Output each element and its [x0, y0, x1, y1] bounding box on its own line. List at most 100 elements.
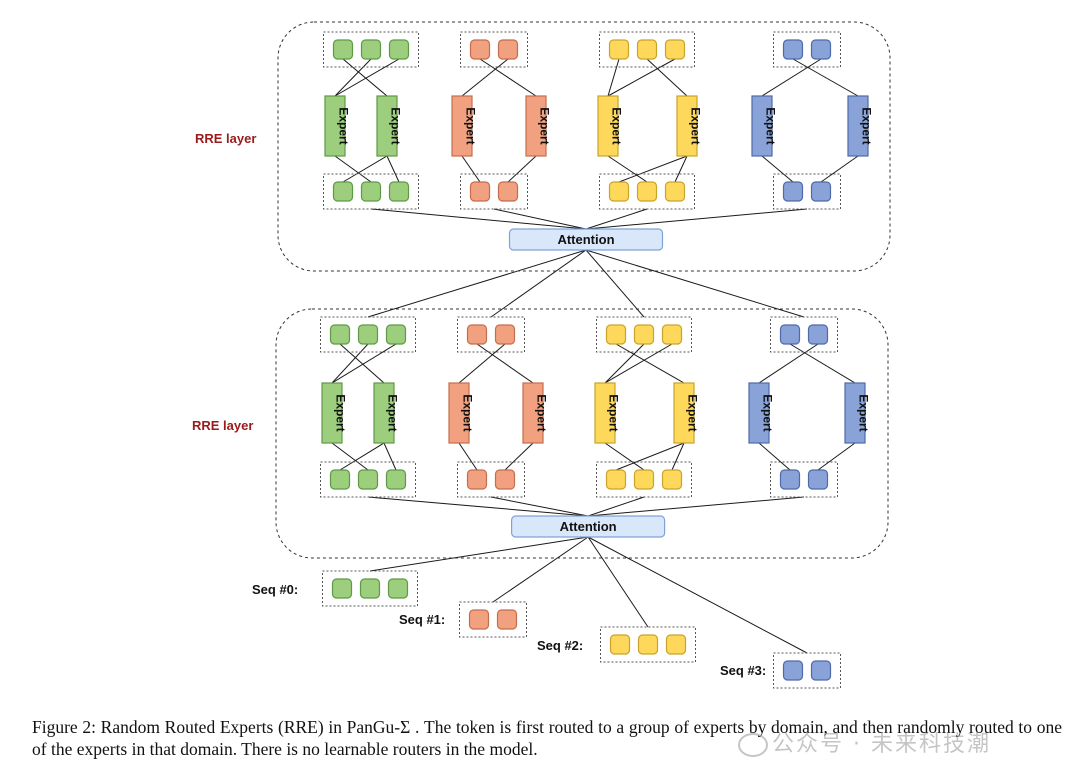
inter-layer-line: [367, 249, 587, 318]
domain-green-input-group-box: [320, 316, 416, 353]
expert-blue: [748, 382, 770, 444]
attention-block: [511, 515, 666, 538]
domain-green-output-token: [332, 181, 354, 202]
domain-yellow-input-token: [633, 324, 655, 345]
expert-orange: [451, 95, 473, 157]
expert-yellow: [594, 382, 616, 444]
sequence-0-token: [331, 578, 353, 599]
expert-green-label: Expert: [337, 107, 351, 144]
sequence-to-attention-line: [587, 536, 808, 654]
inter-layer-line: [490, 249, 587, 318]
domain-orange-output-token: [497, 181, 519, 202]
inter-layer-line: [585, 249, 805, 318]
expert-output-line: [615, 442, 685, 471]
domain-yellow-output-group-box: [596, 461, 692, 498]
expert-orange: [448, 382, 470, 444]
rre-layer-box: [275, 308, 889, 559]
domain-orange-output-token: [494, 469, 516, 490]
to-attention-line: [370, 208, 587, 230]
rre-layer-box: [277, 21, 891, 272]
attention-label: Attention: [557, 232, 614, 247]
inter-layer-line: [585, 249, 645, 318]
domain-yellow-input-token: [661, 324, 683, 345]
domain-blue-output-token: [807, 469, 829, 490]
sequence-3-token: [810, 660, 832, 681]
domain-yellow-output-token: [608, 181, 630, 202]
domain-green-input-token: [332, 39, 354, 60]
rre-layer-label: RRE layer: [195, 131, 256, 146]
sequence-3-group-box: [773, 652, 841, 689]
sequence-2-group-box: [600, 626, 696, 663]
sequence-0-group-box: [322, 570, 418, 607]
to-attention-line: [587, 496, 645, 517]
to-attention-line: [367, 496, 589, 517]
route-line: [339, 343, 385, 384]
expert-output-line: [458, 442, 478, 471]
sequence-label: Seq #2:: [537, 638, 583, 653]
domain-green-output-token: [385, 469, 407, 490]
domain-blue-input-token: [807, 324, 829, 345]
route-line: [646, 58, 688, 97]
expert-orange-label: Expert: [461, 394, 475, 431]
domain-yellow-output-token: [636, 181, 658, 202]
domain-green-output-token: [388, 181, 410, 202]
expert-output-line: [674, 155, 688, 183]
sequence-2-token: [609, 634, 631, 655]
domain-yellow-input-token: [636, 39, 658, 60]
domain-green-output-token: [360, 181, 382, 202]
expert-output-line: [331, 442, 369, 471]
domain-green-input-token: [329, 324, 351, 345]
domain-yellow-input-token: [664, 39, 686, 60]
expert-blue-label: Expert: [764, 107, 778, 144]
domain-yellow-input-token: [608, 39, 630, 60]
sequence-label: Seq #3:: [720, 663, 766, 678]
sequence-1-group-box: [459, 601, 527, 638]
route-line: [604, 343, 673, 384]
rre-layer-label: RRE layer: [192, 418, 253, 433]
to-attention-line: [585, 208, 648, 230]
expert-green: [376, 95, 398, 157]
expert-blue-label: Expert: [860, 107, 874, 144]
domain-blue-output-token: [779, 469, 801, 490]
expert-blue-label: Expert: [857, 394, 871, 431]
domain-yellow-output-token: [605, 469, 627, 490]
route-line: [789, 343, 856, 384]
expert-green: [324, 95, 346, 157]
domain-green-input-group-box: [323, 31, 419, 68]
connection-lines: [331, 58, 859, 654]
sequence-2-token: [665, 634, 687, 655]
expert-output-line: [504, 442, 534, 471]
domain-green-input-token: [360, 39, 382, 60]
expert-output-line: [618, 155, 688, 183]
expert-output-line: [461, 155, 481, 183]
sequence-3-token: [782, 660, 804, 681]
expert-blue-label: Expert: [761, 394, 775, 431]
domain-blue-output-token: [782, 181, 804, 202]
sequence-0-token: [387, 578, 409, 599]
to-attention-line: [588, 496, 805, 517]
sequence-1-token: [496, 609, 518, 630]
expert-orange-label: Expert: [538, 107, 552, 144]
expert-yellow-label: Expert: [686, 394, 700, 431]
expert-yellow-label: Expert: [607, 394, 621, 431]
route-line: [479, 58, 537, 97]
expert-output-line: [820, 155, 859, 183]
to-attention-line: [493, 208, 587, 230]
expert-output-line: [383, 442, 397, 471]
domain-green-input-token: [357, 324, 379, 345]
domain-orange-output-group-box: [457, 461, 525, 498]
sequence-label: Seq #0:: [252, 582, 298, 597]
wechat-icon: [738, 733, 768, 757]
expert-output-line: [334, 155, 372, 183]
domain-blue-input-token: [810, 39, 832, 60]
expert-blue: [844, 382, 866, 444]
expert-green-label: Expert: [389, 107, 403, 144]
route-line: [476, 343, 534, 384]
domain-blue-output-group-box: [770, 461, 838, 498]
domain-green-input-token: [385, 324, 407, 345]
domain-yellow-output-token: [664, 181, 686, 202]
domain-orange-input-group-box: [457, 316, 525, 353]
domain-blue-output-group-box: [773, 173, 841, 210]
expert-output-line: [671, 442, 685, 471]
